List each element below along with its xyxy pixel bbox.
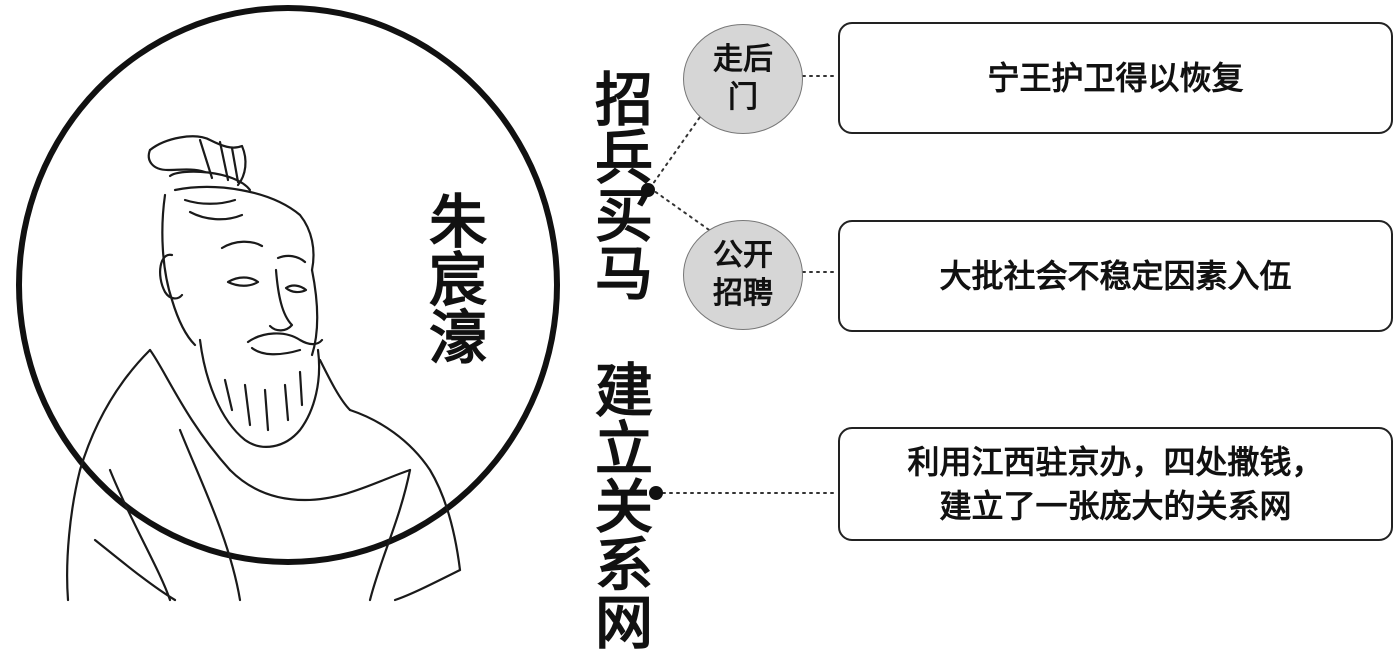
branch-title-recruit: 招兵买马 <box>585 68 653 301</box>
method-label-backdoor: 走后门 <box>713 42 773 115</box>
method-label-open-recruitment: 公开招聘 <box>713 238 773 311</box>
result-box-backdoor: 宁王护卫得以恢复 <box>838 22 1393 134</box>
result-text-backdoor: 宁王护卫得以恢复 <box>987 59 1244 97</box>
result-text-open-recruitment: 大批社会不稳定因素入伍 <box>939 257 1292 295</box>
portrait-illustration <box>66 135 462 602</box>
method-circle-open-recruitment: 公开招聘 <box>683 220 803 330</box>
result-box-network: 利用江西驻京办，四处撒钱， 建立了一张庞大的关系网 <box>838 427 1393 541</box>
branch-title-network: 建立关系网 <box>585 360 653 650</box>
connector-recruit-backdoor <box>649 116 701 189</box>
person-name: 朱宸濠 <box>419 191 487 365</box>
portrait-ring <box>16 5 560 565</box>
result-text-network-line-2: 建立了一张庞大的关系网 <box>939 487 1292 525</box>
result-text-network-line-1: 利用江西驻京办，四处撒钱， <box>907 443 1324 481</box>
connector-recruit-open <box>649 187 713 233</box>
method-circle-backdoor: 走后门 <box>683 24 803 134</box>
result-box-open-recruitment: 大批社会不稳定因素入伍 <box>838 220 1393 332</box>
